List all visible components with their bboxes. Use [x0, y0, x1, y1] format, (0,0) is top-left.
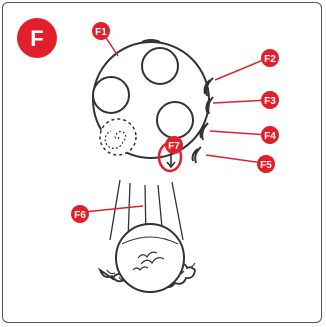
- callout-leaders: [83, 32, 269, 213]
- callout-f4-label: F4: [264, 131, 276, 142]
- palette-edge-notches: [191, 77, 214, 164]
- callout-f1-label: F1: [95, 27, 107, 38]
- callout-f5: F5: [257, 155, 275, 173]
- callout-f2: F2: [261, 49, 279, 67]
- callout-f7: F7: [165, 136, 183, 154]
- callout-f1: F1: [92, 22, 110, 40]
- callout-f3-label: F3: [264, 96, 276, 107]
- palette-icon: [92, 39, 214, 173]
- swirl-well-icon: [99, 118, 137, 156]
- callout-f7-label: F7: [168, 141, 180, 152]
- drain-arrow-icon: [166, 152, 176, 169]
- callout-f5-label: F5: [260, 160, 272, 171]
- callout-f6-label: F6: [74, 210, 86, 221]
- callout-f3: F3: [261, 91, 279, 109]
- seagull-sketch-icon: [132, 251, 165, 271]
- callout-f4: F4: [261, 126, 279, 144]
- callout-f2-label: F2: [264, 54, 276, 65]
- panel-label-badge: F: [17, 18, 57, 58]
- base-stand: [98, 223, 196, 293]
- callout-f6: F6: [71, 205, 89, 223]
- panel-label: F: [30, 26, 43, 51]
